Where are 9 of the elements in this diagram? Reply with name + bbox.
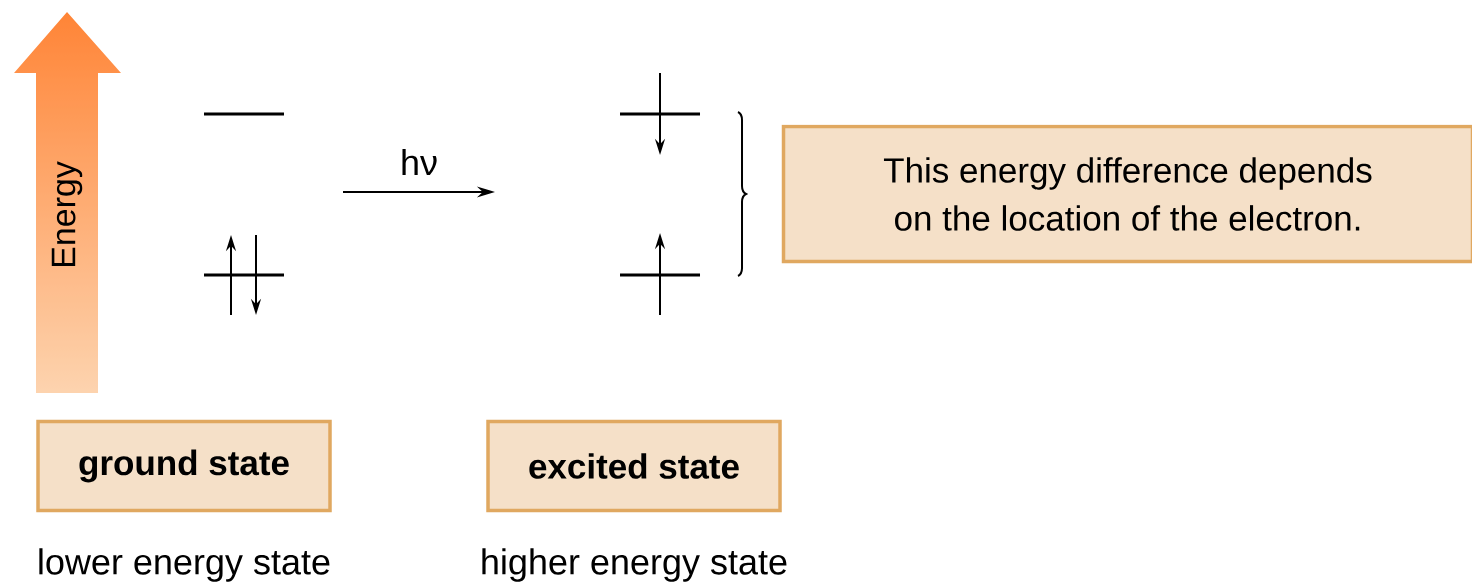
label-box: This energy difference depends on the location of the electron. xyxy=(781,124,1472,264)
arrow-label: hν xyxy=(402,148,437,176)
caption-text: lower energy state xyxy=(39,548,330,582)
label-box: excited state xyxy=(486,419,782,513)
caption-text: higher energy state xyxy=(482,548,787,582)
axis-label: Energy xyxy=(51,161,83,267)
energy-level-drawing xyxy=(620,72,700,316)
label-box: ground state xyxy=(36,419,332,513)
energy-level-drawing xyxy=(204,112,284,316)
